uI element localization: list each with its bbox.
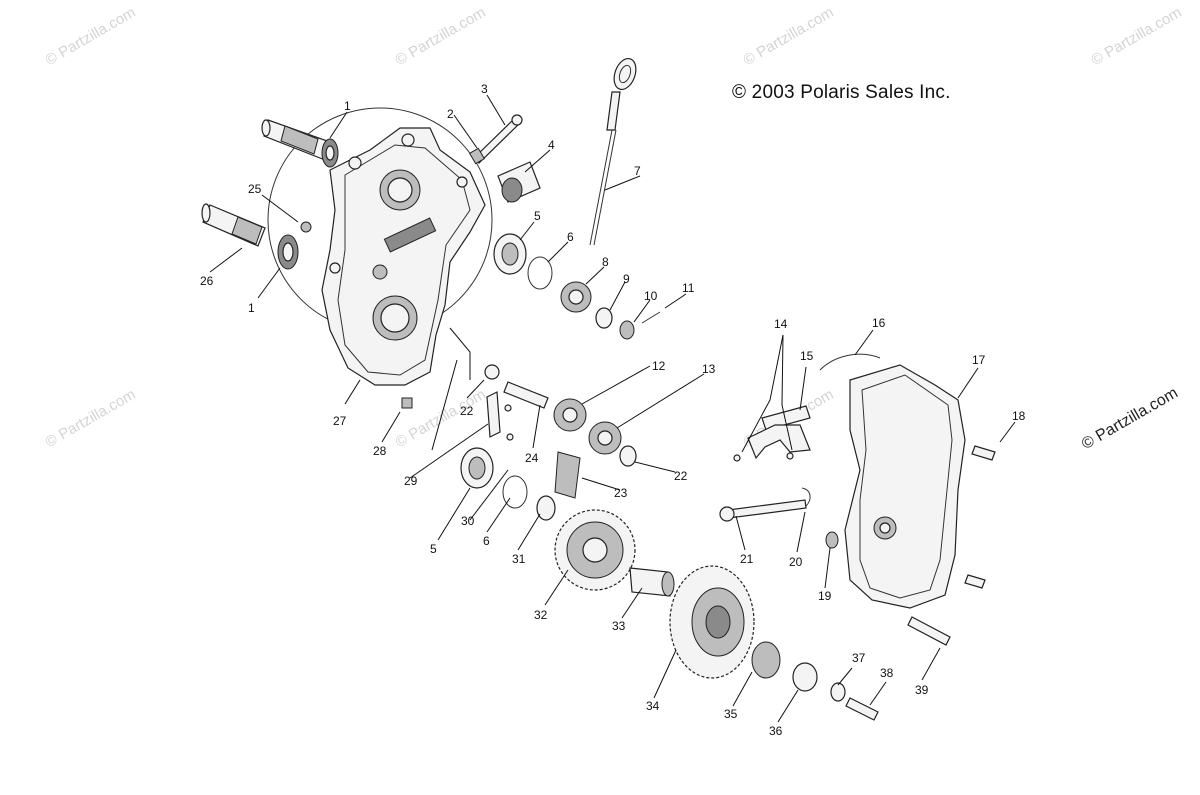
callout-label: 18 <box>1012 409 1026 423</box>
callout-label: 1 <box>248 301 255 315</box>
callout-label: 21 <box>740 552 754 566</box>
driven-gear <box>554 509 636 591</box>
callout-numbers: 1 2 3 4 25 5 6 7 26 1 8 9 10 11 27 22 12… <box>200 82 1026 738</box>
upper-bearing <box>493 233 553 290</box>
upper-hardware <box>468 114 541 203</box>
callout-label: 4 <box>548 138 555 152</box>
callout-label: 5 <box>534 209 541 223</box>
dipstick <box>589 57 637 246</box>
callout-label: 10 <box>644 289 658 303</box>
callout-label: 33 <box>612 619 626 633</box>
callout-label: 5 <box>430 542 437 556</box>
callout-label: 13 <box>702 362 716 376</box>
callout-label: 6 <box>567 230 574 244</box>
callout-label: 8 <box>602 255 609 269</box>
callout-label: 35 <box>724 707 738 721</box>
lower-bearing <box>460 447 556 521</box>
output-shaft <box>201 203 312 270</box>
callout-label: 27 <box>333 414 347 428</box>
callout-label: 2 <box>447 107 454 121</box>
callout-label: 17 <box>972 353 986 367</box>
callout-label: 31 <box>512 552 526 566</box>
callout-label: 39 <box>915 683 929 697</box>
callout-label: 9 <box>623 272 630 286</box>
gearcase-cover <box>819 353 966 609</box>
callout-label: 23 <box>614 486 628 500</box>
callout-label: 12 <box>652 359 666 373</box>
callout-label: 14 <box>774 317 788 331</box>
output-hardware <box>751 641 879 721</box>
callout-label: 15 <box>800 349 814 363</box>
callout-label: 7 <box>634 164 641 178</box>
callout-label: 19 <box>818 589 832 603</box>
input-shaft <box>261 119 339 168</box>
gearcase-housing <box>321 127 486 386</box>
callout-label: 25 <box>248 182 262 196</box>
shift-fork <box>733 405 811 462</box>
callout-label: 16 <box>872 316 886 330</box>
reverse-gear-assembly <box>401 364 637 499</box>
callout-label: 22 <box>460 404 474 418</box>
callout-label: 32 <box>534 608 548 622</box>
callout-label: 1 <box>344 99 351 113</box>
callout-label: 22 <box>674 469 688 483</box>
callout-label: 11 <box>682 281 695 295</box>
callout-label: 20 <box>789 555 803 569</box>
callout-label: 6 <box>483 534 490 548</box>
callout-label: 30 <box>461 514 475 528</box>
callout-label: 38 <box>880 666 894 680</box>
callout-label: 26 <box>200 274 214 288</box>
callout-label: 29 <box>404 474 418 488</box>
large-sprocket <box>669 565 755 679</box>
small-gear-assembly <box>560 281 661 340</box>
callout-label: 24 <box>525 451 539 465</box>
leader-lines <box>209 94 1016 723</box>
callout-label: 34 <box>646 699 660 713</box>
callout-label: 36 <box>769 724 783 738</box>
splined-hub <box>629 567 675 597</box>
shift-shaft <box>719 445 996 646</box>
callout-label: 28 <box>373 444 387 458</box>
copyright-notice: © 2003 Polaris Sales Inc. <box>732 82 951 103</box>
callout-label: 37 <box>852 651 866 665</box>
callout-label: 3 <box>481 82 488 96</box>
